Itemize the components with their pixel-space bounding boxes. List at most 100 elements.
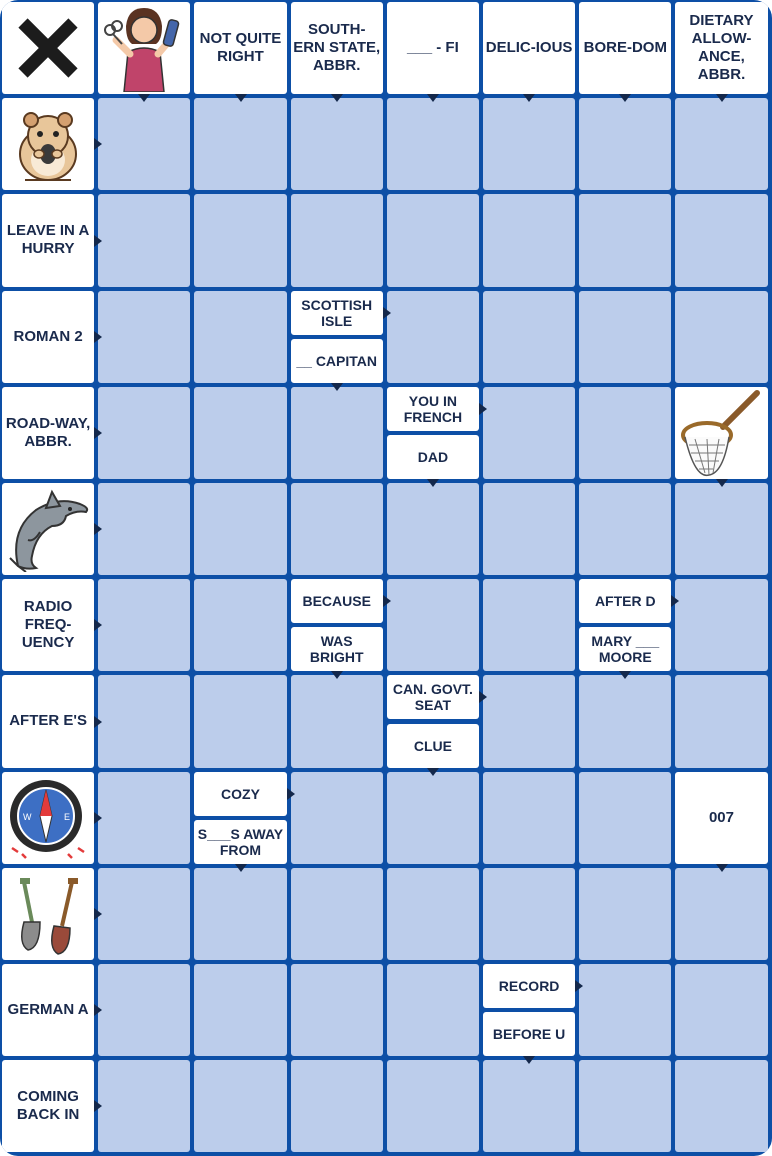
answer-cell[interactable]: [675, 98, 768, 191]
answer-cell[interactable]: [386, 964, 479, 1057]
answer-cell[interactable]: [290, 483, 383, 576]
answer-cell[interactable]: [386, 290, 479, 383]
answer-cell[interactable]: [675, 483, 768, 576]
close-x-icon[interactable]: [2, 2, 95, 95]
answer-cell[interactable]: [483, 1060, 576, 1153]
arrow-right-icon: [382, 595, 391, 608]
answer-cell[interactable]: [675, 290, 768, 383]
clue-cell: AFTER D: [579, 579, 672, 624]
answer-cell[interactable]: [579, 867, 672, 960]
answer-cell[interactable]: [579, 771, 672, 864]
clue-cell: COZY: [194, 771, 287, 816]
arrow-right-icon: [94, 523, 103, 536]
answer-cell[interactable]: [483, 675, 576, 768]
answer-cell[interactable]: [483, 290, 576, 383]
answer-cell[interactable]: [579, 194, 672, 287]
answer-cell[interactable]: [483, 579, 576, 672]
clue-cell: MARY ___ MOORE: [579, 627, 672, 672]
answer-cell[interactable]: [483, 194, 576, 287]
answer-cell[interactable]: [386, 194, 479, 287]
answer-cell[interactable]: [98, 675, 191, 768]
answer-cell[interactable]: [675, 579, 768, 672]
answer-cell[interactable]: [194, 867, 287, 960]
answer-cell[interactable]: [290, 771, 383, 864]
dolphin-icon: [2, 483, 95, 576]
hamster-icon: [2, 98, 95, 191]
answer-cell[interactable]: [386, 483, 479, 576]
arrow-right-icon: [575, 980, 584, 993]
shovels-icon: [2, 867, 95, 960]
arrow-right-icon: [479, 402, 487, 415]
clue-cell: SOUTH-ERN STATE, ABBR.: [290, 2, 383, 95]
answer-cell[interactable]: [675, 964, 768, 1057]
answer-cell[interactable]: [98, 290, 191, 383]
answer-cell[interactable]: [579, 290, 672, 383]
clue-cell: BECAUSE: [290, 579, 383, 624]
answer-cell[interactable]: [579, 675, 672, 768]
answer-cell[interactable]: [98, 194, 191, 287]
answer-cell[interactable]: [98, 964, 191, 1057]
answer-cell[interactable]: [483, 483, 576, 576]
arrow-down-icon: [426, 479, 439, 487]
arrow-right-icon: [479, 691, 487, 704]
answer-cell[interactable]: [675, 1060, 768, 1153]
answer-cell[interactable]: [290, 964, 383, 1057]
answer-cell[interactable]: [194, 98, 287, 191]
answer-cell[interactable]: [194, 194, 287, 287]
clue-cell: 007: [675, 771, 768, 864]
answer-cell[interactable]: [386, 1060, 479, 1153]
answer-cell[interactable]: [483, 867, 576, 960]
answer-cell[interactable]: [386, 867, 479, 960]
answer-cell[interactable]: [386, 579, 479, 672]
clue-cell: LEAVE IN A HURRY: [2, 194, 95, 287]
clue-cell: RADIO FREQ-UENCY: [2, 579, 95, 672]
answer-cell[interactable]: [290, 867, 383, 960]
answer-cell[interactable]: [194, 483, 287, 576]
arrow-right-icon: [94, 1004, 103, 1017]
answer-cell[interactable]: [290, 194, 383, 287]
answer-cell[interactable]: [194, 579, 287, 672]
clue-cell: RECORD: [483, 964, 576, 1009]
clue-cell: BORE-DOM: [579, 2, 672, 95]
answer-cell[interactable]: [98, 98, 191, 191]
answer-cell[interactable]: [483, 98, 576, 191]
answer-cell[interactable]: [290, 386, 383, 479]
answer-cell[interactable]: [483, 386, 576, 479]
arrow-down-icon: [234, 94, 247, 103]
arrow-right-icon: [94, 330, 103, 343]
answer-cell[interactable]: [579, 483, 672, 576]
answer-cell[interactable]: [194, 675, 287, 768]
answer-cell[interactable]: [98, 771, 191, 864]
answer-cell[interactable]: [675, 867, 768, 960]
answer-cell[interactable]: [194, 386, 287, 479]
answer-cell[interactable]: [579, 386, 672, 479]
answer-cell[interactable]: [194, 964, 287, 1057]
answer-cell[interactable]: [290, 675, 383, 768]
answer-cell[interactable]: [483, 771, 576, 864]
arrow-down-icon: [523, 94, 536, 103]
answer-cell[interactable]: [98, 867, 191, 960]
clue-cell: AFTER E'S: [2, 675, 95, 768]
answer-cell[interactable]: [579, 1060, 672, 1153]
clue-cell: GERMAN A: [2, 964, 95, 1057]
answer-cell[interactable]: [98, 483, 191, 576]
clue-cell: ROAD-WAY, ABBR.: [2, 386, 95, 479]
answer-cell[interactable]: [579, 964, 672, 1057]
svg-text:W: W: [23, 812, 32, 822]
answer-cell[interactable]: [290, 98, 383, 191]
answer-cell[interactable]: [675, 194, 768, 287]
answer-cell[interactable]: [194, 1060, 287, 1153]
answer-cell[interactable]: [675, 675, 768, 768]
answer-cell[interactable]: [98, 386, 191, 479]
clue-cell: YOU IN FRENCH: [386, 386, 479, 431]
answer-cell[interactable]: [386, 98, 479, 191]
clue-cell: ROMAN 2: [2, 290, 95, 383]
arrow-right-icon: [94, 811, 103, 824]
answer-cell[interactable]: [98, 579, 191, 672]
answer-cell[interactable]: [98, 1060, 191, 1153]
answer-cell[interactable]: [579, 98, 672, 191]
answer-cell[interactable]: [386, 771, 479, 864]
answer-cell[interactable]: [194, 290, 287, 383]
answer-cell[interactable]: [290, 1060, 383, 1153]
arrow-down-icon: [330, 382, 343, 391]
